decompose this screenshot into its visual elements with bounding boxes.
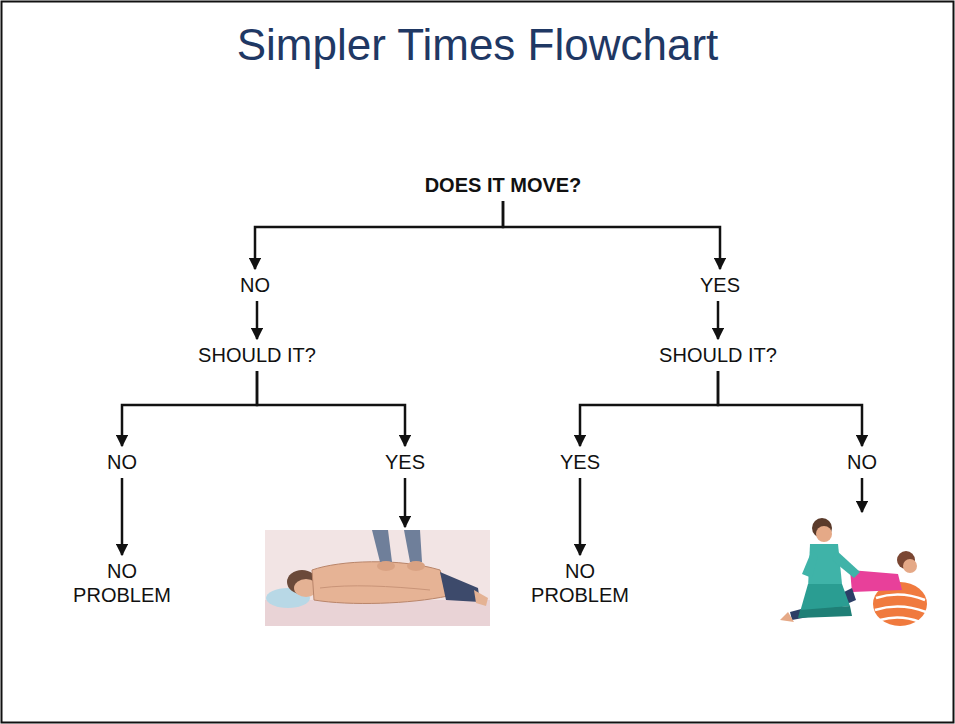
node-label: NO [240, 273, 270, 297]
flow-node: DOES IT MOVE? [423, 172, 584, 198]
flow-node: NO PROBLEM [518, 558, 642, 608]
flow-arrow [257, 371, 405, 446]
node-label: NO [107, 450, 137, 474]
flow-node: NO [105, 449, 139, 475]
node-label: YES [560, 450, 600, 474]
arrow-to-picture [404, 478, 407, 527]
physio-picture [780, 518, 927, 626]
node-label: SHOULD IT? [659, 343, 777, 367]
flow-node: YES [698, 272, 742, 298]
flow-node: NO PROBLEM [60, 558, 184, 608]
flow-arrow [255, 201, 503, 269]
flow-node: YES [383, 449, 427, 475]
node-label: SHOULD IT? [198, 343, 316, 367]
node-label: NO PROBLEM [520, 559, 640, 607]
flow-node: NO [845, 449, 879, 475]
flow-node: NO [238, 272, 272, 298]
arrow-to-picture [861, 478, 864, 512]
node-label: NO [847, 450, 877, 474]
flow-node: YES [558, 449, 602, 475]
flow-arrow [121, 478, 124, 555]
flow-node: SHOULD IT? [196, 342, 318, 368]
node-label: DOES IT MOVE? [425, 173, 582, 197]
flow-arrow [579, 478, 582, 555]
flow-arrow [580, 371, 718, 446]
flow-arrow [122, 371, 257, 446]
node-label: YES [385, 450, 425, 474]
node-label: YES [700, 273, 740, 297]
flow-arrow [718, 371, 862, 446]
flow-arrow [717, 301, 720, 339]
massage-picture [265, 530, 490, 626]
node-label: NO PROBLEM [62, 559, 182, 607]
flow-arrow [503, 201, 720, 269]
slide-title: Simpler Times Flowchart [0, 20, 955, 71]
flow-arrow [256, 301, 259, 339]
flow-node: SHOULD IT? [657, 342, 779, 368]
